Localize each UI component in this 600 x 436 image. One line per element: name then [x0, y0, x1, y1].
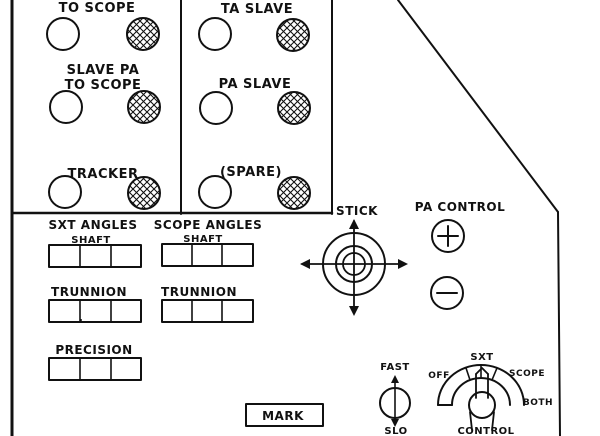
arrow-down-icon: [391, 419, 399, 427]
sxt-angles-label: SXT ANGLES: [49, 218, 138, 232]
to-scope-label: TO SCOPE: [59, 1, 136, 16]
scope-trunnion-readout: [161, 299, 254, 323]
stick-label: STICK: [336, 204, 378, 218]
mode-sxt-label: SXT: [470, 352, 493, 363]
pa-slave-label: PA SLAVE: [219, 77, 292, 92]
tracker-light-off: [48, 175, 82, 209]
sxt-shaft-readout: [48, 244, 142, 268]
scope-trunnion-display: TRUNNION: [161, 285, 254, 323]
precision-readout: [48, 357, 142, 381]
pa-slave-light-on: [277, 91, 311, 125]
light-group-ta-slave: TA SLAVE: [198, 2, 310, 52]
slow-label: SLO: [384, 426, 407, 436]
mark-button[interactable]: MARK: [245, 403, 324, 427]
sxt-trunnion-readout: [48, 299, 142, 323]
control-label: CONTROL: [457, 426, 514, 436]
light-group-spare: (SPARE): [198, 165, 311, 210]
sxt-trunnion-label: TRUNNION: [51, 285, 127, 299]
arrow-up-icon: [349, 219, 359, 229]
pa-minus-button[interactable]: [430, 276, 464, 310]
mode-off-label: OFF: [428, 371, 449, 381]
slave-pa-light-off: [49, 90, 83, 124]
spare-light-off: [198, 175, 232, 209]
pa-control-group: PA CONTROL: [415, 200, 505, 310]
tracker-label: TRACKER: [68, 167, 139, 182]
mark-label: MARK: [262, 409, 304, 423]
spare-label: (SPARE): [220, 165, 282, 180]
mode-selector[interactable]: OFF SXT SCOPE BOTH CONTROL: [428, 352, 553, 436]
precision-label: PRECISION: [55, 343, 132, 357]
stick-outer-ring: [322, 232, 386, 296]
scope-shaft-display: SCOPE ANGLES SHAFT: [154, 218, 263, 267]
sxt-shaft-label: SHAFT: [71, 235, 110, 246]
to-scope-light-off: [46, 17, 80, 51]
arrow-up-icon: [391, 375, 399, 383]
light-group-tracker: TRACKER: [48, 167, 161, 210]
slave-pa-label: SLAVE PA: [67, 63, 140, 78]
ta-slave-label: TA SLAVE: [221, 2, 293, 17]
light-group-slave-pa-to-scope: SLAVE PA TO SCOPE: [49, 63, 161, 124]
mode-knob[interactable]: [468, 391, 496, 419]
sxt-shaft-display: SXT ANGLES SHAFT: [48, 218, 142, 268]
pa-plus-button[interactable]: [431, 219, 465, 253]
mode-both-label: BOTH: [523, 398, 553, 408]
stick-control[interactable]: STICK: [300, 204, 408, 316]
light-group-to-scope: TO SCOPE: [46, 1, 160, 51]
scope-trunnion-label: TRUNNION: [161, 285, 237, 299]
scope-shaft-readout: [161, 243, 254, 267]
light-group-pa-slave: PA SLAVE: [199, 77, 311, 125]
precision-display: PRECISION: [48, 343, 142, 381]
pa-slave-light-off: [199, 91, 233, 125]
ta-slave-light-on: [276, 18, 310, 52]
tracker-light-on: [127, 176, 161, 210]
ta-slave-light-off: [198, 17, 232, 51]
speed-switch[interactable]: FAST SLO: [379, 362, 411, 436]
mode-scope-label: SCOPE: [509, 369, 545, 379]
sxt-trunnion-display: TRUNNION: [48, 285, 142, 323]
arrow-left-icon: [300, 259, 310, 269]
slave-pa-to-scope-label: TO SCOPE: [65, 78, 142, 93]
pa-control-label: PA CONTROL: [415, 200, 505, 214]
stick-knob[interactable]: [342, 252, 366, 276]
to-scope-light-on: [126, 17, 160, 51]
arrow-down-icon: [349, 306, 359, 316]
arrow-right-icon: [398, 259, 408, 269]
fast-label: FAST: [380, 362, 409, 373]
stick-inner-ring: [335, 245, 373, 283]
scope-shaft-label: SHAFT: [183, 234, 222, 245]
scope-angles-label: SCOPE ANGLES: [154, 218, 263, 232]
spare-light-on: [277, 176, 311, 210]
panel-outline: [10, 0, 561, 436]
slave-pa-light-on: [127, 90, 161, 124]
